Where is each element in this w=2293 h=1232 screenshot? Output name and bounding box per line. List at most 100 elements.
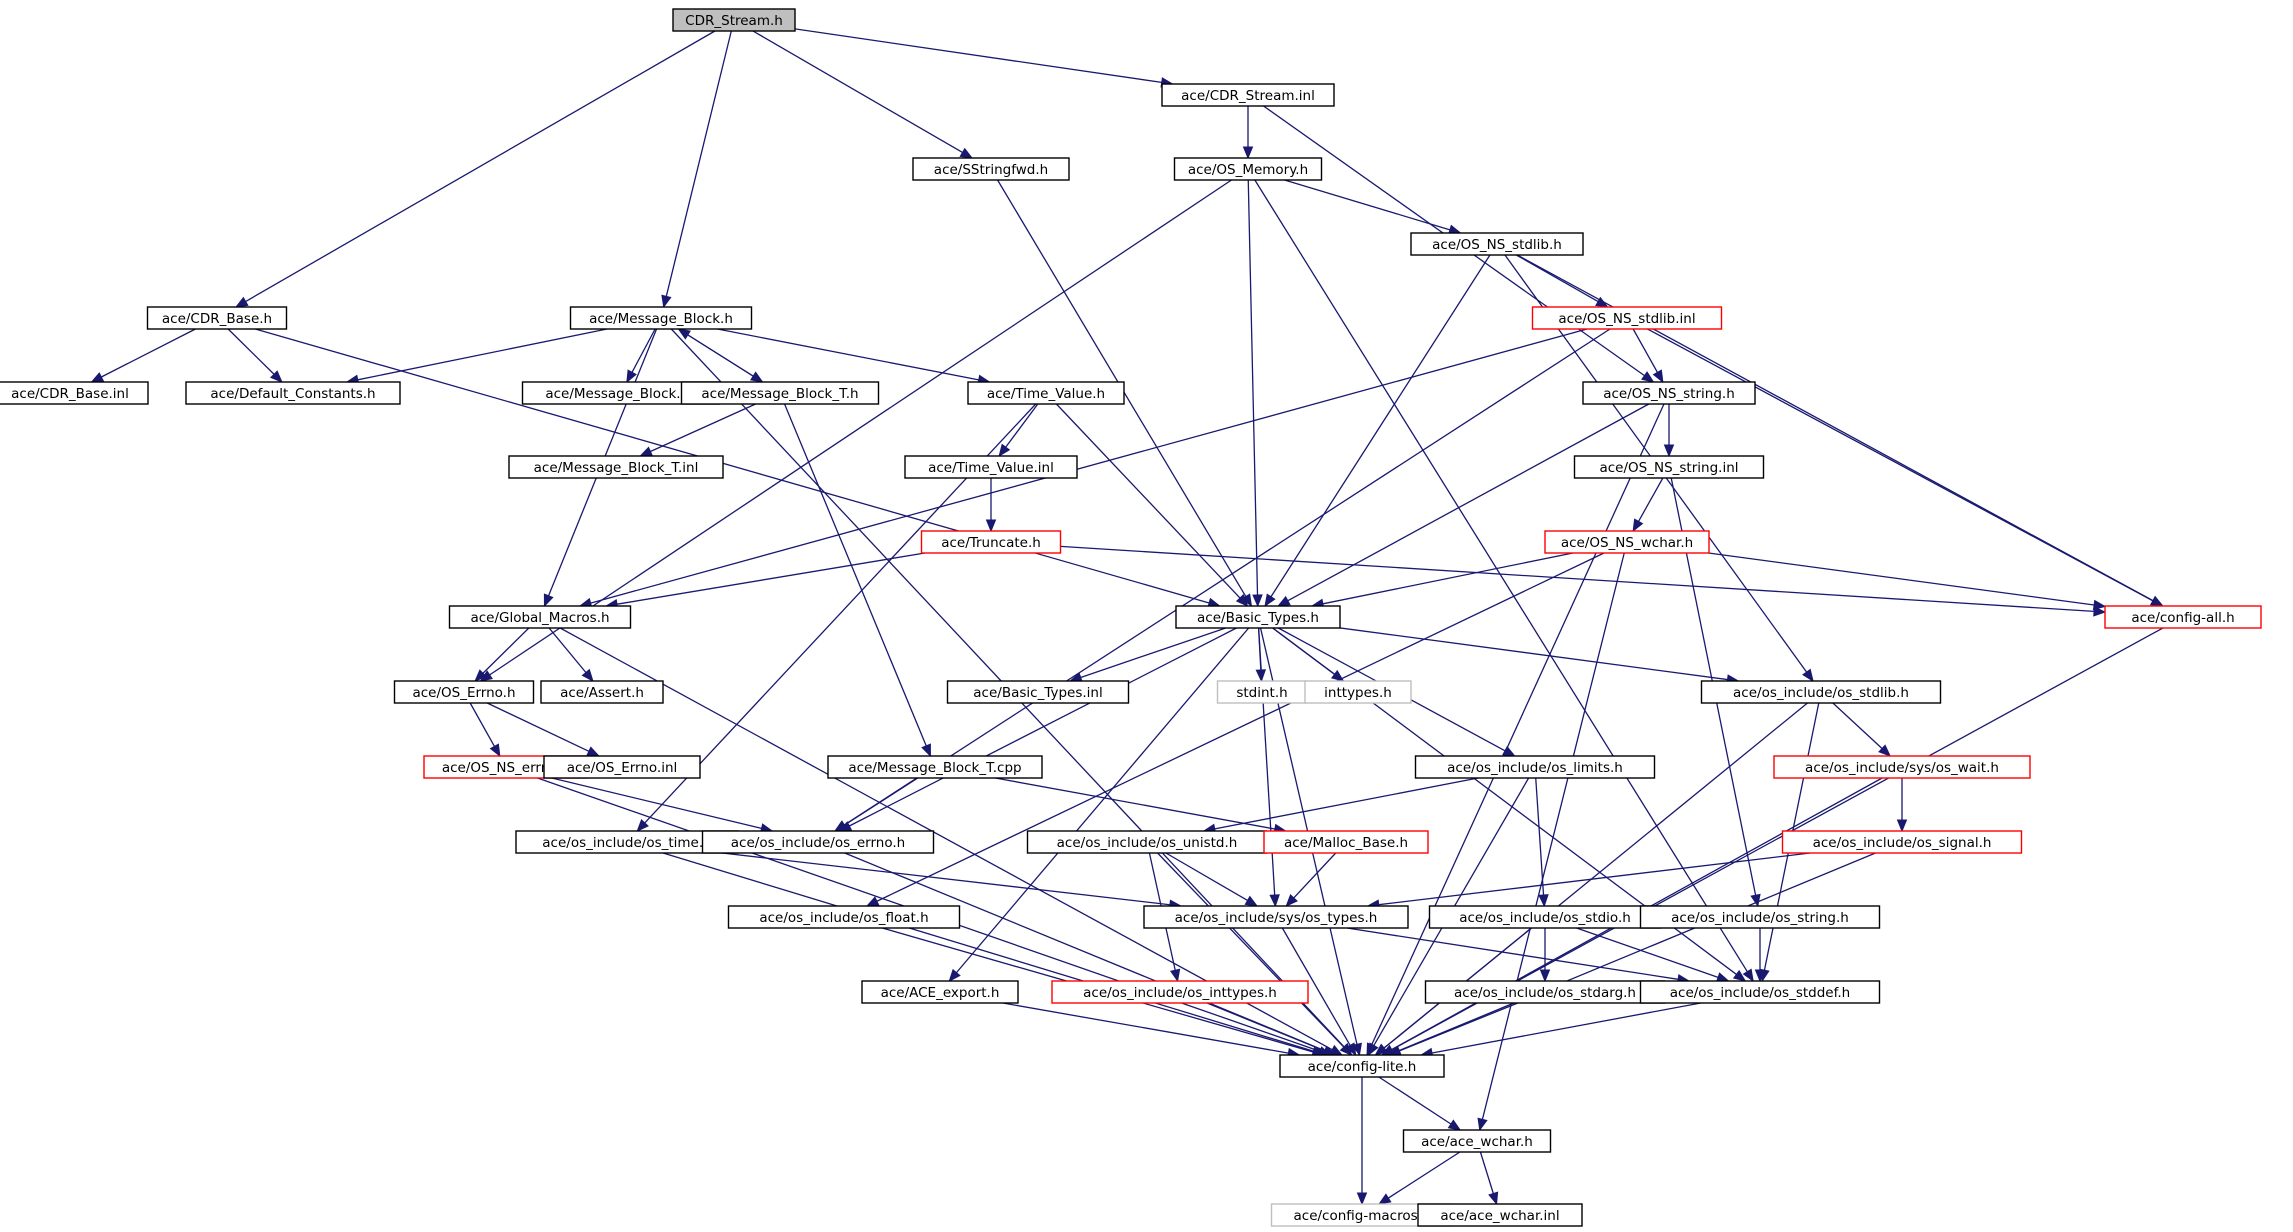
node-box[interactable] [1414, 755, 1656, 779]
node-os-stdarg[interactable]: ace/os_include/os_stdarg.h [1424, 980, 1666, 1004]
node-message-block-t-inl[interactable]: ace/Message_Block_T.inl [508, 455, 724, 479]
node-box[interactable] [1410, 232, 1584, 256]
node-label[interactable]: ace/SStringfwd.h [934, 162, 1048, 178]
node-cdr-base[interactable]: ace/CDR_Base.h [146, 306, 288, 330]
node-label[interactable]: ace/Assert.h [560, 685, 644, 701]
node-label[interactable]: ace/os_include/os_string.h [1671, 910, 1849, 926]
node-box[interactable] [1279, 1054, 1445, 1078]
node-label[interactable]: ace/CDR_Base.h [162, 311, 272, 327]
node-label[interactable]: ace/OS_Errno.h [412, 685, 515, 701]
node-label[interactable]: ace/os_include/os_float.h [759, 910, 928, 926]
node-label[interactable]: ace/Message_Block_T.cpp [848, 760, 1021, 776]
node-cdr-base-inl[interactable]: ace/CDR_Base.inl [0, 381, 149, 405]
node-assert-h[interactable]: ace/Assert.h [540, 680, 664, 704]
node-box[interactable] [1531, 306, 1723, 330]
node-os-unistd[interactable]: ace/os_include/os_unistd.h [1026, 830, 1268, 854]
node-label[interactable]: ace/os_include/os_stddef.h [1670, 985, 1850, 1001]
node-label[interactable]: ace/Truncate.h [941, 535, 1041, 551]
node-os-stdlib[interactable]: ace/os_include/os_stdlib.h [1700, 680, 1942, 704]
node-os-time[interactable]: ace/os_include/os_time.h [515, 830, 739, 854]
node-os-stddef[interactable]: ace/os_include/os_stddef.h [1639, 980, 1881, 1004]
node-os-limits[interactable]: ace/os_include/os_limits.h [1414, 755, 1656, 779]
node-box[interactable] [1639, 980, 1881, 1004]
node-box[interactable] [540, 680, 664, 704]
node-os-ns-string-h[interactable]: ace/OS_NS_string.h [1582, 381, 1756, 405]
node-label[interactable]: ace/os_include/os_stdio.h [1459, 910, 1631, 926]
node-label[interactable]: ace/os_include/os_limits.h [1447, 760, 1623, 776]
node-box[interactable] [1051, 980, 1309, 1004]
node-box[interactable] [1573, 455, 1765, 479]
node-label[interactable]: stdint.h [1236, 685, 1287, 701]
node-message-block-t-cpp[interactable]: ace/Message_Block_T.cpp [827, 755, 1043, 779]
node-box[interactable] [1700, 680, 1942, 704]
node-box[interactable] [1304, 680, 1412, 704]
node-box[interactable] [680, 381, 880, 405]
node-box[interactable] [672, 8, 796, 32]
node-box[interactable] [912, 157, 1070, 181]
node-label[interactable]: ace/OS_Errno.inl [567, 760, 678, 776]
node-label[interactable]: ace/Time_Value.inl [928, 460, 1054, 476]
node-label[interactable]: ace/Message_Block_T.h [701, 386, 858, 402]
node-box[interactable] [1417, 1203, 1583, 1227]
node-stdint[interactable]: stdint.h [1216, 680, 1308, 704]
node-message-block-inl[interactable]: ace/Message_Block.inl [521, 381, 721, 405]
node-label[interactable]: ace/Message_Block.inl [545, 386, 696, 402]
node-box[interactable] [920, 530, 1062, 554]
node-box[interactable] [1173, 157, 1323, 181]
node-label[interactable]: ace/CDR_Stream.inl [1181, 88, 1315, 104]
node-os-inttypes[interactable]: ace/os_include/os_inttypes.h [1051, 980, 1309, 1004]
node-label[interactable]: ace/OS_NS_wchar.h [1561, 535, 1693, 551]
node-label[interactable]: ace/Basic_Types.inl [973, 685, 1102, 701]
node-malloc-base[interactable]: ace/Malloc_Base.h [1263, 830, 1429, 854]
node-box[interactable] [727, 905, 961, 929]
node-sstringfwd[interactable]: ace/SStringfwd.h [912, 157, 1070, 181]
node-label[interactable]: ace/OS_NS_errno.h [442, 760, 570, 776]
node-os-signal[interactable]: ace/os_include/os_signal.h [1781, 830, 2023, 854]
node-time-value-inl[interactable]: ace/Time_Value.inl [904, 455, 1078, 479]
node-label[interactable]: ace/config-macros.h [1294, 1208, 1431, 1224]
node-basic-types[interactable]: ace/Basic_Types.h [1175, 605, 1341, 629]
node-label[interactable]: ace/Global_Macros.h [470, 610, 609, 626]
node-box[interactable] [569, 306, 753, 330]
node-box[interactable] [393, 680, 535, 704]
node-box[interactable] [1143, 905, 1409, 929]
node-label[interactable]: ace/ace_wchar.inl [1440, 1208, 1559, 1224]
node-box[interactable] [701, 830, 935, 854]
node-label[interactable]: ace/CDR_Base.inl [11, 386, 129, 402]
node-inttypes[interactable]: inttypes.h [1304, 680, 1412, 704]
node-label[interactable]: ace/Time_Value.h [987, 386, 1105, 402]
node-os-ns-wchar[interactable]: ace/OS_NS_wchar.h [1544, 530, 1710, 554]
node-box[interactable] [904, 455, 1078, 479]
node-box[interactable] [2104, 605, 2262, 629]
node-truncate[interactable]: ace/Truncate.h [920, 530, 1062, 554]
node-label[interactable]: ace/os_include/os_signal.h [1813, 835, 1992, 851]
node-label[interactable]: ace/Message_Block.h [589, 311, 733, 327]
node-os-ns-stdlib-inl[interactable]: ace/OS_NS_stdlib.inl [1531, 306, 1723, 330]
node-label[interactable]: ace/os_include/os_unistd.h [1057, 835, 1238, 851]
node-label[interactable]: ace/Basic_Types.h [1197, 610, 1319, 626]
node-label[interactable]: ace/OS_NS_stdlib.inl [1558, 311, 1695, 327]
node-label[interactable]: ace/os_include/os_time.h [542, 835, 711, 851]
node-box[interactable] [448, 605, 632, 629]
node-label[interactable]: ace/Default_Constants.h [210, 386, 375, 402]
node-box[interactable] [146, 306, 288, 330]
node-os-ns-string-inl[interactable]: ace/OS_NS_string.inl [1573, 455, 1765, 479]
node-sys-os-wait[interactable]: ace/os_include/sys/os_wait.h [1773, 755, 2031, 779]
node-box[interactable] [827, 755, 1043, 779]
node-box[interactable] [1402, 1129, 1552, 1153]
node-ace-export[interactable]: ace/ACE_export.h [861, 980, 1019, 1004]
node-box[interactable] [1639, 905, 1881, 929]
node-box[interactable] [861, 980, 1019, 1004]
node-os-memory[interactable]: ace/OS_Memory.h [1173, 157, 1323, 181]
node-label[interactable]: inttypes.h [1324, 685, 1392, 701]
node-label[interactable]: ace/os_include/sys/os_types.h [1175, 910, 1378, 926]
node-box[interactable] [1175, 605, 1341, 629]
node-label[interactable]: ace/os_include/os_stdlib.h [1733, 685, 1909, 701]
node-os-float[interactable]: ace/os_include/os_float.h [727, 905, 961, 929]
node-label[interactable]: ace/OS_NS_string.h [1603, 386, 1735, 402]
node-os-string-inc[interactable]: ace/os_include/os_string.h [1639, 905, 1881, 929]
node-label[interactable]: ace/ACE_export.h [881, 985, 1000, 1001]
node-label[interactable]: ace/config-lite.h [1308, 1059, 1417, 1075]
node-label[interactable]: ace/OS_NS_string.inl [1599, 460, 1738, 476]
node-config-lite[interactable]: ace/config-lite.h [1279, 1054, 1445, 1078]
